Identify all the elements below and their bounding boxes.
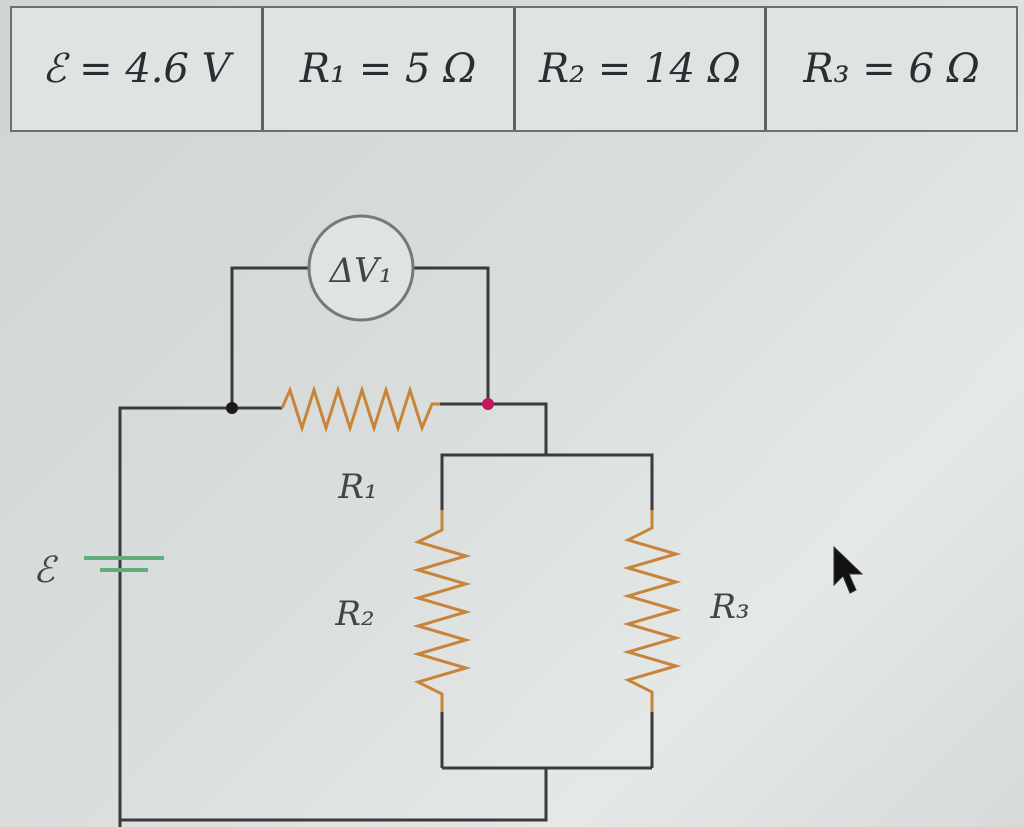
node-left <box>226 402 238 414</box>
r1-label: R₁ <box>337 467 377 507</box>
parameter-table: ℰ = 4.6 V R₁ = 5 Ω R₂ = 14 Ω R₃ = 6 Ω <box>10 6 1018 132</box>
voltmeter-label: ΔV₁ <box>328 251 393 291</box>
mouse-cursor-icon <box>833 545 864 594</box>
wire-left-main <box>118 406 232 827</box>
wire-meter-right <box>414 266 490 404</box>
param-r1: R₁ = 5 Ω <box>264 8 516 130</box>
resistor-r1 <box>280 385 440 433</box>
resistor-r2 <box>412 510 472 712</box>
wire-meter-left <box>230 266 308 408</box>
node-right <box>482 398 494 410</box>
wire-return <box>120 768 548 822</box>
wire-to-parallel <box>488 402 548 455</box>
wires <box>118 266 654 827</box>
battery <box>84 556 164 572</box>
param-r3: R₃ = 6 Ω <box>803 46 980 92</box>
r3-label: R₃ <box>709 587 749 627</box>
param-emf: ℰ = 4.6 V <box>12 8 264 130</box>
wire-parallel-top <box>440 453 654 510</box>
param-r2: R₂ = 14 Ω <box>516 8 768 130</box>
voltmeter-circle <box>307 214 415 322</box>
resistor-r3 <box>622 510 682 712</box>
emf-label: ℰ <box>33 550 58 591</box>
r2-label: R₂ <box>334 594 374 634</box>
